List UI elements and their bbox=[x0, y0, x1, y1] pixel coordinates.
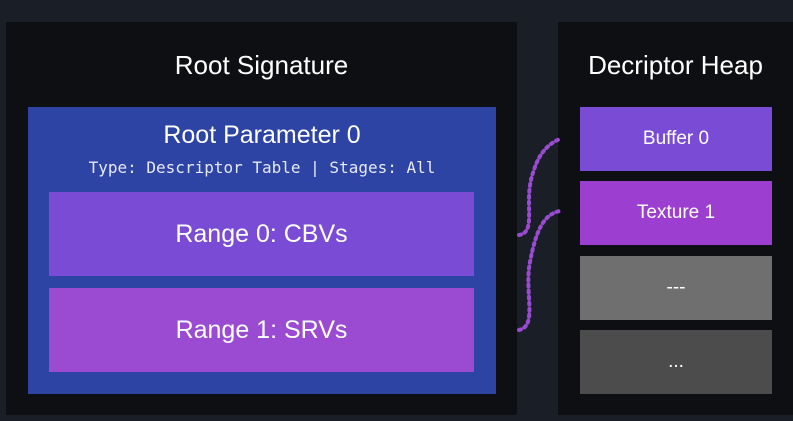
heap-slot-ellipsis: ... bbox=[580, 330, 772, 394]
root-signature-title: Root Signature bbox=[174, 50, 349, 80]
heap-slot-label: --- bbox=[666, 277, 686, 298]
root-parameter-subtitle: Type: Descriptor Table | Stages: All bbox=[88, 158, 436, 177]
heap-slot-label: Buffer 0 bbox=[642, 128, 710, 149]
descriptor-heap-panel: Decriptor Heap Buffer 0 Texture 1 --- ..… bbox=[558, 22, 793, 415]
range-1-label: Range 1: SRVs bbox=[175, 315, 348, 344]
descriptor-heap-title: Decriptor Heap bbox=[588, 50, 763, 80]
root-parameter-title: Root Parameter 0 bbox=[163, 121, 361, 149]
connector-range-1-to-texture-1 bbox=[517, 209, 562, 332]
heap-slot-label: Texture 1 bbox=[636, 202, 716, 223]
range-1-srvs: Range 1: SRVs bbox=[49, 288, 474, 372]
heap-slot-buffer-0: Buffer 0 bbox=[580, 107, 772, 171]
root-signature-panel: Root Signature Root Parameter 0 Type: De… bbox=[6, 22, 517, 415]
heap-slot-label: ... bbox=[668, 351, 684, 372]
heap-slot-empty: --- bbox=[580, 256, 772, 320]
heap-slot-texture-1: Texture 1 bbox=[580, 181, 772, 245]
range-0-cbvs: Range 0: CBVs bbox=[49, 192, 474, 276]
root-parameter-0: Root Parameter 0 Type: Descriptor Table … bbox=[28, 107, 496, 394]
connector-range-0-to-buffer-0 bbox=[517, 137, 562, 237]
range-0-label: Range 0: CBVs bbox=[175, 219, 348, 248]
